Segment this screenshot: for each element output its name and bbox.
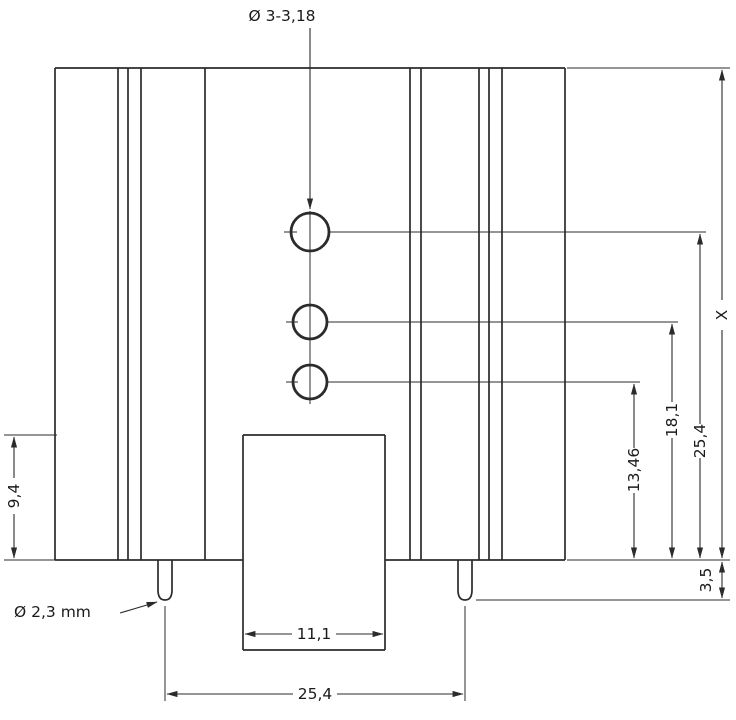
left-height-label: 9,4 bbox=[5, 484, 23, 509]
right-pin bbox=[457, 560, 473, 601]
hole-diameter-label: Ø 3-3,18 bbox=[248, 7, 315, 25]
dimension-left-height: 9,4 bbox=[4, 434, 57, 561]
mounting-holes bbox=[284, 211, 706, 404]
pin-spacing-label: 25,4 bbox=[298, 685, 333, 703]
overall-height-label: X bbox=[713, 309, 731, 320]
dimension-hole2-offset: 18,1 bbox=[663, 323, 681, 559]
dimension-pin-spacing: 25,4 bbox=[164, 606, 466, 703]
dimension-hole1-offset: 25,4 bbox=[691, 233, 709, 559]
hole2-offset-label: 18,1 bbox=[663, 403, 681, 438]
left-pin bbox=[157, 560, 173, 601]
dimension-pin-length: 3,5 bbox=[697, 561, 726, 599]
hole-diameter-callout: Ø 3-3,18 bbox=[248, 7, 316, 210]
tab-width-label: 11,1 bbox=[297, 625, 332, 643]
solder-pins bbox=[157, 560, 473, 601]
mounting-tab-outline bbox=[242, 434, 386, 651]
fin-lines bbox=[117, 68, 503, 560]
pin-diameter-callout: Ø 2,3 mm bbox=[14, 601, 158, 621]
dimension-hole3-offset: 13,46 bbox=[625, 383, 643, 559]
extension-lines-right bbox=[476, 67, 730, 601]
dimension-tab-width: 11,1 bbox=[244, 625, 384, 643]
pin-length-label: 3,5 bbox=[697, 568, 715, 593]
pin-diameter-label: Ø 2,3 mm bbox=[14, 603, 91, 621]
hole1-offset-label: 25,4 bbox=[691, 424, 709, 459]
hole3-offset-label: 13,46 bbox=[625, 448, 643, 492]
dimension-overall-height: X bbox=[713, 69, 731, 559]
